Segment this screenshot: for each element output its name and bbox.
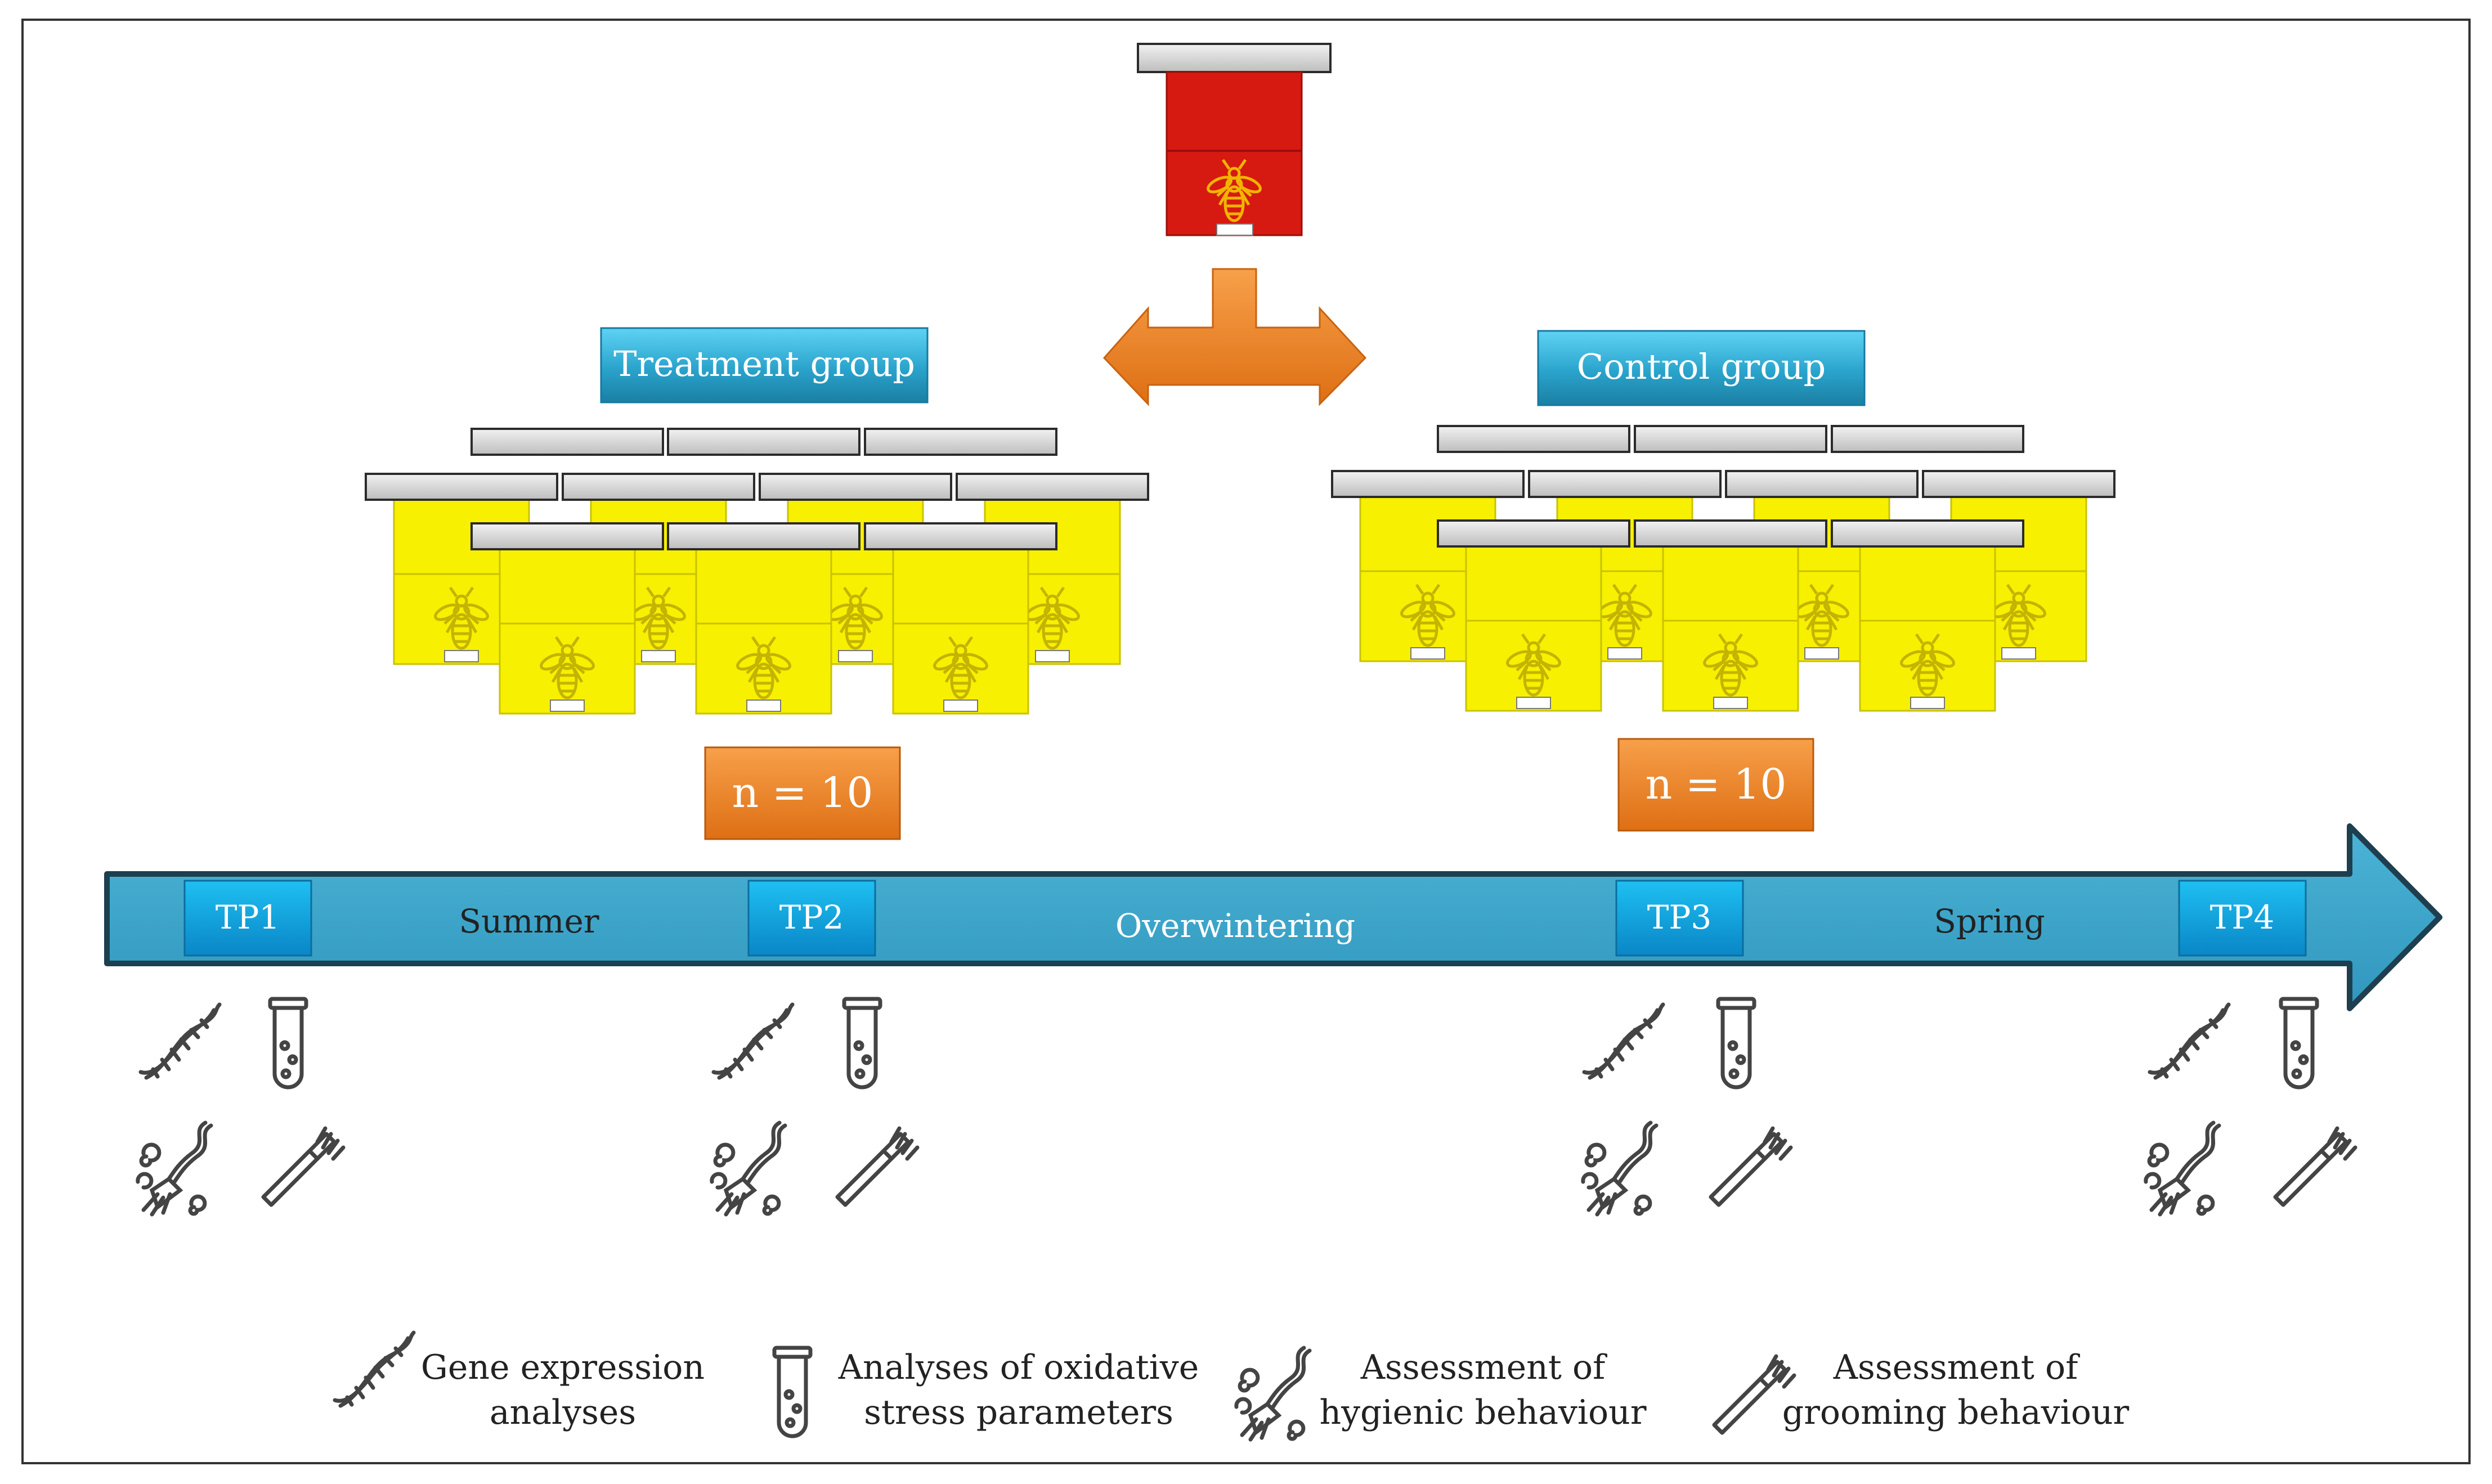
svg-text:Gene expression: Gene expression [421,1348,705,1387]
svg-text:Analyses of oxidative: Analyses of oxidative [838,1348,1199,1387]
control-n-text: n = 10 [1646,760,1787,809]
figure-frame [21,19,2471,1464]
svg-text:TP2: TP2 [779,898,844,936]
timepoint-tp1: TP1 [183,880,312,957]
treatment-group-label: Treatment group [600,327,929,403]
season-spring: Spring [1934,902,2045,940]
svg-text:analyses: analyses [490,1393,636,1432]
svg-text:TP4: TP4 [2210,898,2275,936]
svg-text:TP1: TP1 [216,898,280,936]
source-colony-hive [1137,43,1332,236]
svg-text:Assessment of: Assessment of [1833,1348,2080,1387]
legend-item-oxidative-stress: Analyses of oxidative stress parameters [774,1348,1199,1436]
svg-text:hygienic behaviour: hygienic behaviour [1319,1393,1646,1432]
control-group-label: Control group [1537,330,1866,406]
timeline-arrow [104,823,2442,1011]
timepoint-tp2: TP2 [747,880,876,957]
split-arrow [1102,268,1367,406]
control-sample-size: n = 10 [1617,738,1814,832]
timepoint-tp4: TP4 [2178,880,2307,957]
timepoint-tp3: TP3 [1615,880,1744,957]
control-group-text: Control group [1577,346,1826,387]
svg-text:grooming behaviour: grooming behaviour [1782,1393,2130,1432]
treatment-n-text: n = 10 [732,769,873,817]
treatment-sample-size: n = 10 [704,746,901,840]
svg-text:Assessment of: Assessment of [1360,1348,1607,1387]
treatment-group-text: Treatment group [613,343,915,384]
svg-text:stress parameters: stress parameters [864,1393,1173,1432]
svg-text:TP3: TP3 [1647,898,1712,936]
legend: Gene expression analyses Analyses of oxi… [335,1333,2130,1440]
legend-item-hygienic-behaviour: Assessment of hygienic behaviour [1236,1348,1647,1440]
season-overwintering: Overwintering [1115,907,1355,945]
legend-item-gene-expression: Gene expression analyses [335,1333,705,1432]
legend-item-grooming-behaviour: Assessment of grooming behaviour [1714,1348,2130,1433]
season-summer: Summer [459,902,599,940]
